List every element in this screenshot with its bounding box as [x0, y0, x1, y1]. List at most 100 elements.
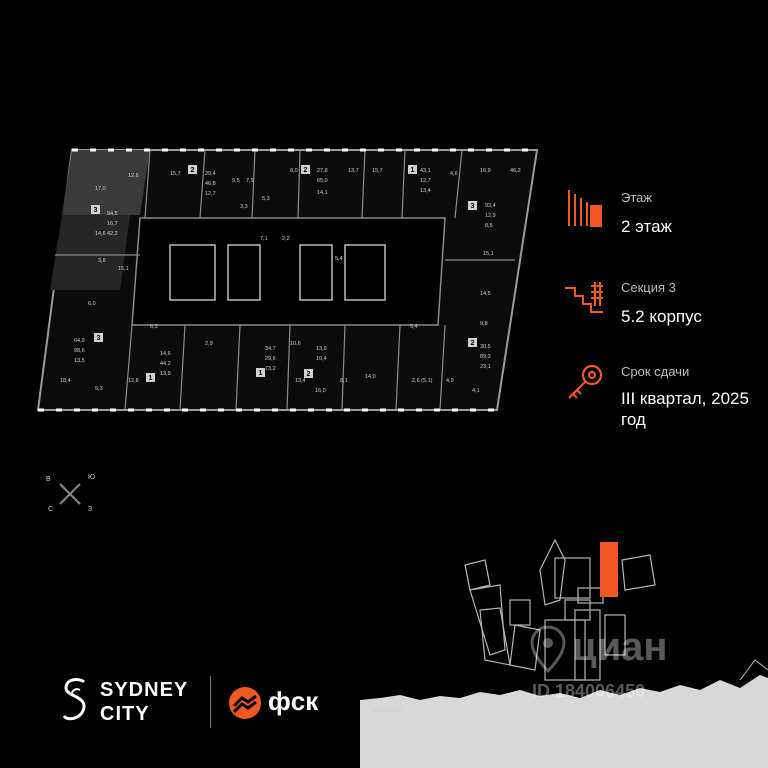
compass-cross-icon: [59, 483, 81, 505]
room-area-label: 46,8: [205, 181, 216, 187]
info-section: Секция 3 5.2 корпус: [565, 278, 755, 338]
logo-line1: SYDNEY: [100, 679, 189, 701]
room-area-label: 8,0: [290, 168, 298, 174]
site-map: [360, 538, 768, 768]
room-area-label: 15,1: [483, 251, 494, 257]
room-area-label: 16,9: [480, 168, 491, 174]
room-area-label: 13,9: [160, 371, 171, 377]
room-area-label: 29,4: [205, 171, 216, 177]
room-area-label: 13,4: [295, 378, 306, 384]
room-area-label: 13,9: [316, 346, 327, 352]
room-area-label: 18,4: [60, 378, 71, 384]
watermark: циан ID 184006450: [528, 625, 708, 705]
compass: В Ю С З: [44, 472, 100, 520]
compass-east: В: [46, 476, 51, 483]
room-type-number: 1: [149, 375, 153, 382]
room-type-badge: [304, 369, 313, 378]
room-area-label: 73,2: [265, 366, 276, 372]
room-type-number: 2: [304, 167, 308, 174]
fsk-mark-icon: [229, 687, 261, 719]
floor-icon: [568, 190, 602, 227]
compass-south: Ю: [88, 474, 96, 481]
room-area-label: 13,5: [74, 358, 85, 364]
room-area-label: 14,6: [160, 351, 171, 357]
floor-label: Этаж: [621, 190, 653, 205]
room-type-number: 3: [94, 207, 98, 214]
room-area-label: 2,2: [282, 236, 290, 242]
site-buildings: [464, 538, 656, 681]
key-icon: [568, 364, 603, 399]
room-area-label: 16,0: [315, 388, 326, 394]
room-area-label: 89,3: [480, 354, 491, 360]
room-area-label: 15,7: [170, 171, 181, 177]
room-area-label: 5,4: [335, 256, 343, 262]
sydney-city-mark-icon: [62, 678, 86, 721]
delivery-label: Срок сдачи: [621, 364, 690, 379]
highlighted-apartment[interactable]: [62, 150, 150, 215]
stair-core-1: [169, 244, 216, 301]
room-type-number: 3: [97, 335, 101, 342]
room-type-number: 1: [259, 370, 263, 377]
room-area-label: 23,1: [480, 364, 491, 370]
section-label: Секция 3: [621, 280, 676, 295]
delivery-value: III квартал, 2025 год: [621, 389, 749, 429]
river-label: р.МОСКВА: [372, 708, 403, 714]
room-area-label: 3,3: [240, 204, 248, 210]
sydney-city-logo: SYDNEY CITY: [60, 672, 200, 732]
room-area-label: 5,3: [95, 386, 103, 392]
room-area-label: 94,5: [107, 211, 118, 217]
room-area-label: 13,4: [420, 188, 431, 194]
walls: [55, 149, 515, 411]
room-area-label: 65,0: [317, 178, 328, 184]
room-area-label: 16,7: [107, 221, 118, 227]
fsk-logo: фск: [228, 684, 348, 724]
room-area-label: 7,1: [260, 236, 268, 242]
room-area-label: 5,3: [262, 196, 270, 202]
room-area-label: 17,0: [95, 186, 106, 192]
room-type-number: 3: [471, 203, 475, 210]
room-type-number: 2: [191, 167, 195, 174]
room-area-label: 27,8: [317, 168, 328, 174]
room-area-label: 46,2: [510, 168, 521, 174]
watermark-id: ID 184006450: [532, 681, 646, 701]
river-bank: [360, 675, 768, 768]
room-area-label: 4,6: [450, 171, 458, 177]
room-area-label: 2,9: [205, 341, 213, 347]
room-area-label: 42,2: [107, 231, 118, 237]
floor-value: 2 этаж: [621, 217, 672, 236]
room-area-label: 2,6 (5,1): [412, 378, 433, 384]
room-area-label: 5,4: [410, 324, 418, 330]
room-type-badge: [408, 165, 417, 174]
room-area-label: 7,9: [246, 178, 254, 184]
room-area-label: 10,6: [290, 341, 301, 347]
selected-building: [600, 542, 618, 597]
room-area-label: 8,5: [485, 223, 493, 229]
room-type-badge: [301, 165, 310, 174]
room-type-number: 2: [471, 340, 475, 347]
room-type-badge: [91, 205, 100, 214]
room-area-label: 14,1: [317, 190, 328, 196]
corridor: [131, 217, 446, 326]
room-area-label: 6,0: [88, 301, 96, 307]
location-pin-icon: [530, 625, 566, 674]
room-area-label: 30,5: [480, 344, 491, 350]
compass-west: З: [88, 506, 93, 513]
room-area-label: 4,9: [446, 378, 454, 384]
room-type-number: 2: [307, 371, 311, 378]
room-type-badge: [94, 333, 103, 342]
compass-north: С: [48, 506, 54, 513]
logo-divider: [210, 676, 211, 728]
room-area-label: 9,8: [480, 321, 488, 327]
room-area-label: 44,2: [160, 361, 171, 367]
room-area-label: 12,6: [128, 173, 139, 179]
room-area-label: 43,1: [420, 168, 431, 174]
room-area-label: 98,6: [74, 348, 85, 354]
room-type-badge: [146, 373, 155, 382]
room-type-number: 1: [411, 167, 415, 174]
room-area-label: 12,7: [205, 191, 216, 197]
highlighted-apartment-2[interactable]: [50, 215, 130, 290]
room-area-label: 10,4: [316, 356, 327, 362]
room-area-label: 15,1: [118, 266, 129, 272]
room-area-label: 12,7: [420, 178, 431, 184]
